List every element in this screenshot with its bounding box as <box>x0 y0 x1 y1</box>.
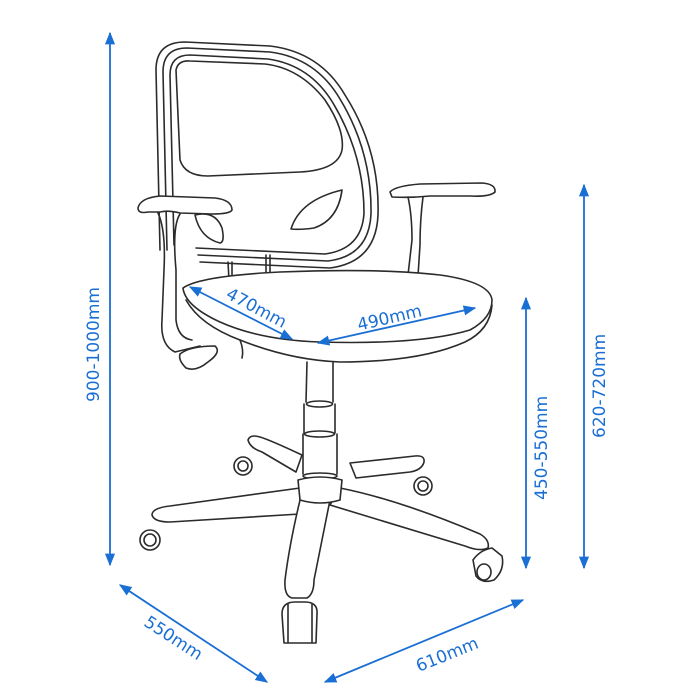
seat-width-line <box>316 305 477 346</box>
seat-depth-line <box>188 286 294 340</box>
seat-height-label: 450-550mm <box>532 395 552 500</box>
overall-height-label: 900-1000mm <box>84 287 104 402</box>
dimension-lines <box>104 31 590 683</box>
armrest-height-label: 620-720mm <box>590 333 610 438</box>
gas-lift <box>302 361 338 480</box>
backrest <box>155 41 379 281</box>
right-armrest <box>389 182 496 277</box>
star-base <box>151 435 490 599</box>
base-width-line <box>323 599 525 683</box>
base-depth-line <box>118 584 269 683</box>
casters <box>139 456 504 644</box>
seat <box>182 269 493 363</box>
left-armrest <box>137 195 233 370</box>
